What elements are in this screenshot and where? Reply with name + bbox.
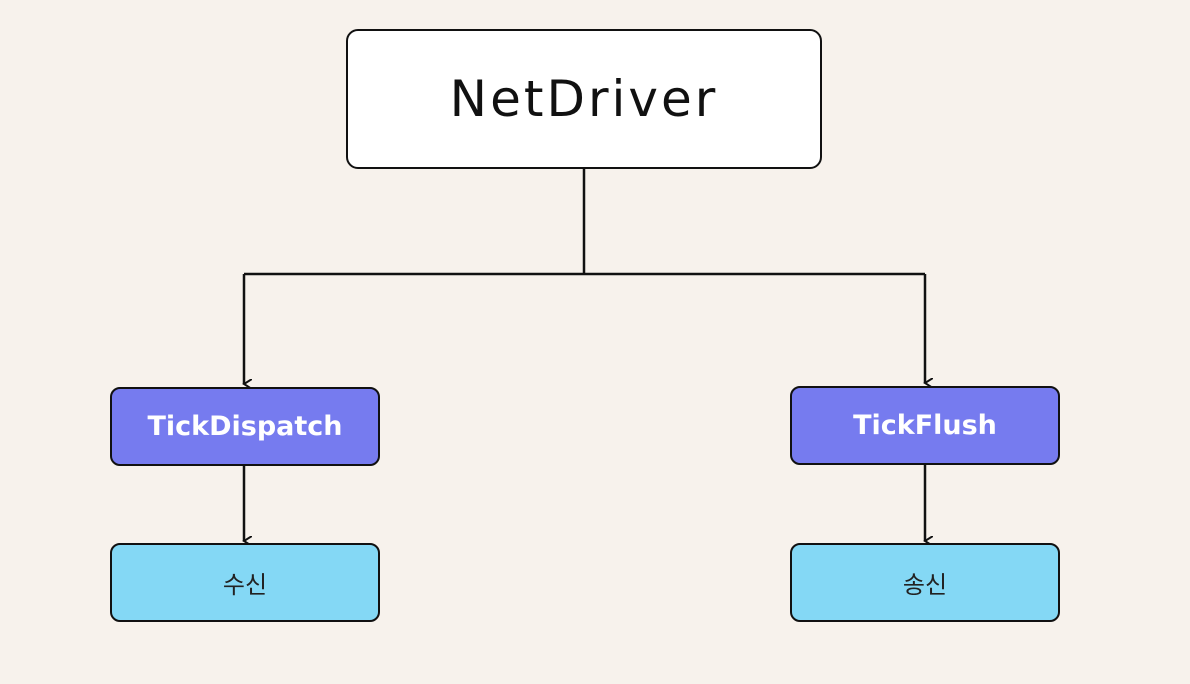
- tickflush-node: TickFlush: [790, 386, 1060, 465]
- receive-label: 수신: [222, 571, 268, 599]
- netdriver-node: NetDriver: [346, 29, 822, 169]
- tickflush-label: TickFlush: [853, 410, 997, 441]
- tickdispatch-node: TickDispatch: [110, 387, 380, 466]
- tickdispatch-label: TickDispatch: [147, 411, 343, 442]
- send-label: 송신: [902, 571, 948, 599]
- receive-node: 수신: [110, 543, 380, 622]
- netdriver-label: NetDriver: [449, 70, 719, 128]
- send-node: 송신: [790, 543, 1060, 622]
